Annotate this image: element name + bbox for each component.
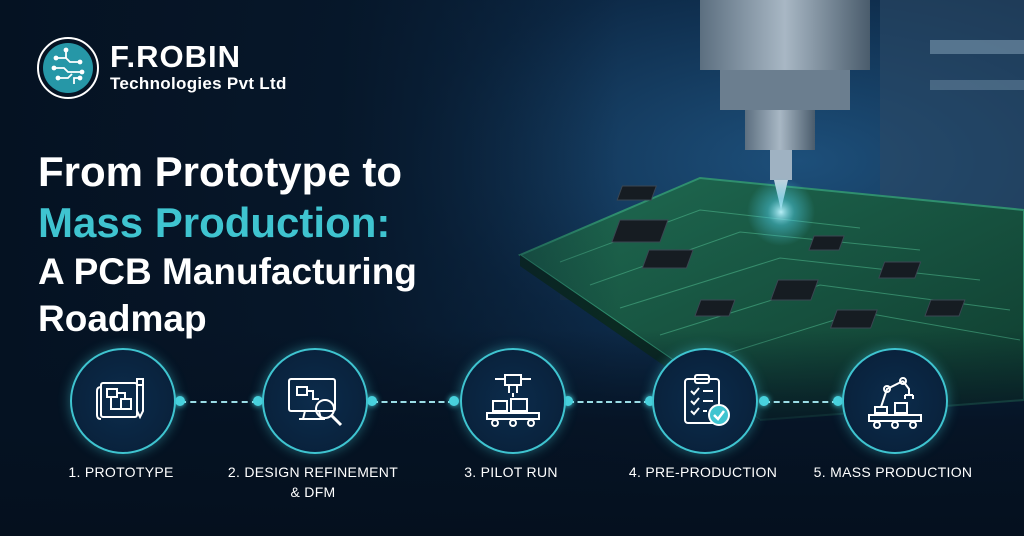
headline: From Prototype to Mass Production: A PCB… <box>38 146 417 342</box>
connector-dot <box>645 396 655 406</box>
headline-line-3: A PCB Manufacturing <box>38 251 417 292</box>
brand-subtitle: Technologies Pvt Ltd <box>110 74 287 93</box>
connector-2-3 <box>372 401 454 403</box>
connector-dot <box>175 396 185 406</box>
connector-4-5 <box>764 401 838 403</box>
step-5-label: 5. MASS PRODUCTION <box>813 464 973 480</box>
connector-dot <box>759 396 769 406</box>
step-4-circle[interactable] <box>652 348 758 454</box>
step-3-label: 3. PILOT RUN <box>464 464 558 480</box>
step-4-label: 4. PRE-PRODUCTION <box>628 464 778 480</box>
monitor-magnifier-icon <box>288 378 343 427</box>
connector-dot <box>563 396 573 406</box>
step-5-circle[interactable] <box>842 348 948 454</box>
headline-line-1: From Prototype to <box>38 148 402 195</box>
headline-line-2: Mass Production: <box>38 199 391 246</box>
robotic-arm-icon <box>868 377 922 429</box>
circuit-brain-icon <box>37 37 99 99</box>
connector-dot <box>449 396 459 406</box>
connector-dot <box>253 396 263 406</box>
clipboard-checklist-icon <box>684 374 730 426</box>
brand-logo[interactable]: F.ROBIN Technologies Pvt Ltd <box>36 36 287 100</box>
blueprint-icon <box>96 378 144 420</box>
connector-3-4 <box>568 401 650 403</box>
step-2-label: 2. DESIGN REFINEMENT & DFM <box>227 464 399 500</box>
step-2-circle[interactable] <box>262 348 368 454</box>
headline-line-4: Roadmap <box>38 298 207 339</box>
step-1-circle[interactable] <box>70 348 176 454</box>
brand-name: F.ROBIN <box>110 39 241 74</box>
connector-dot <box>833 396 843 406</box>
pick-and-place-machine-icon <box>486 374 540 427</box>
step-3-circle[interactable] <box>460 348 566 454</box>
step-1-label: 1. PROTOTYPE <box>68 464 174 480</box>
connector-1-2 <box>180 401 258 403</box>
connector-dot <box>367 396 377 406</box>
